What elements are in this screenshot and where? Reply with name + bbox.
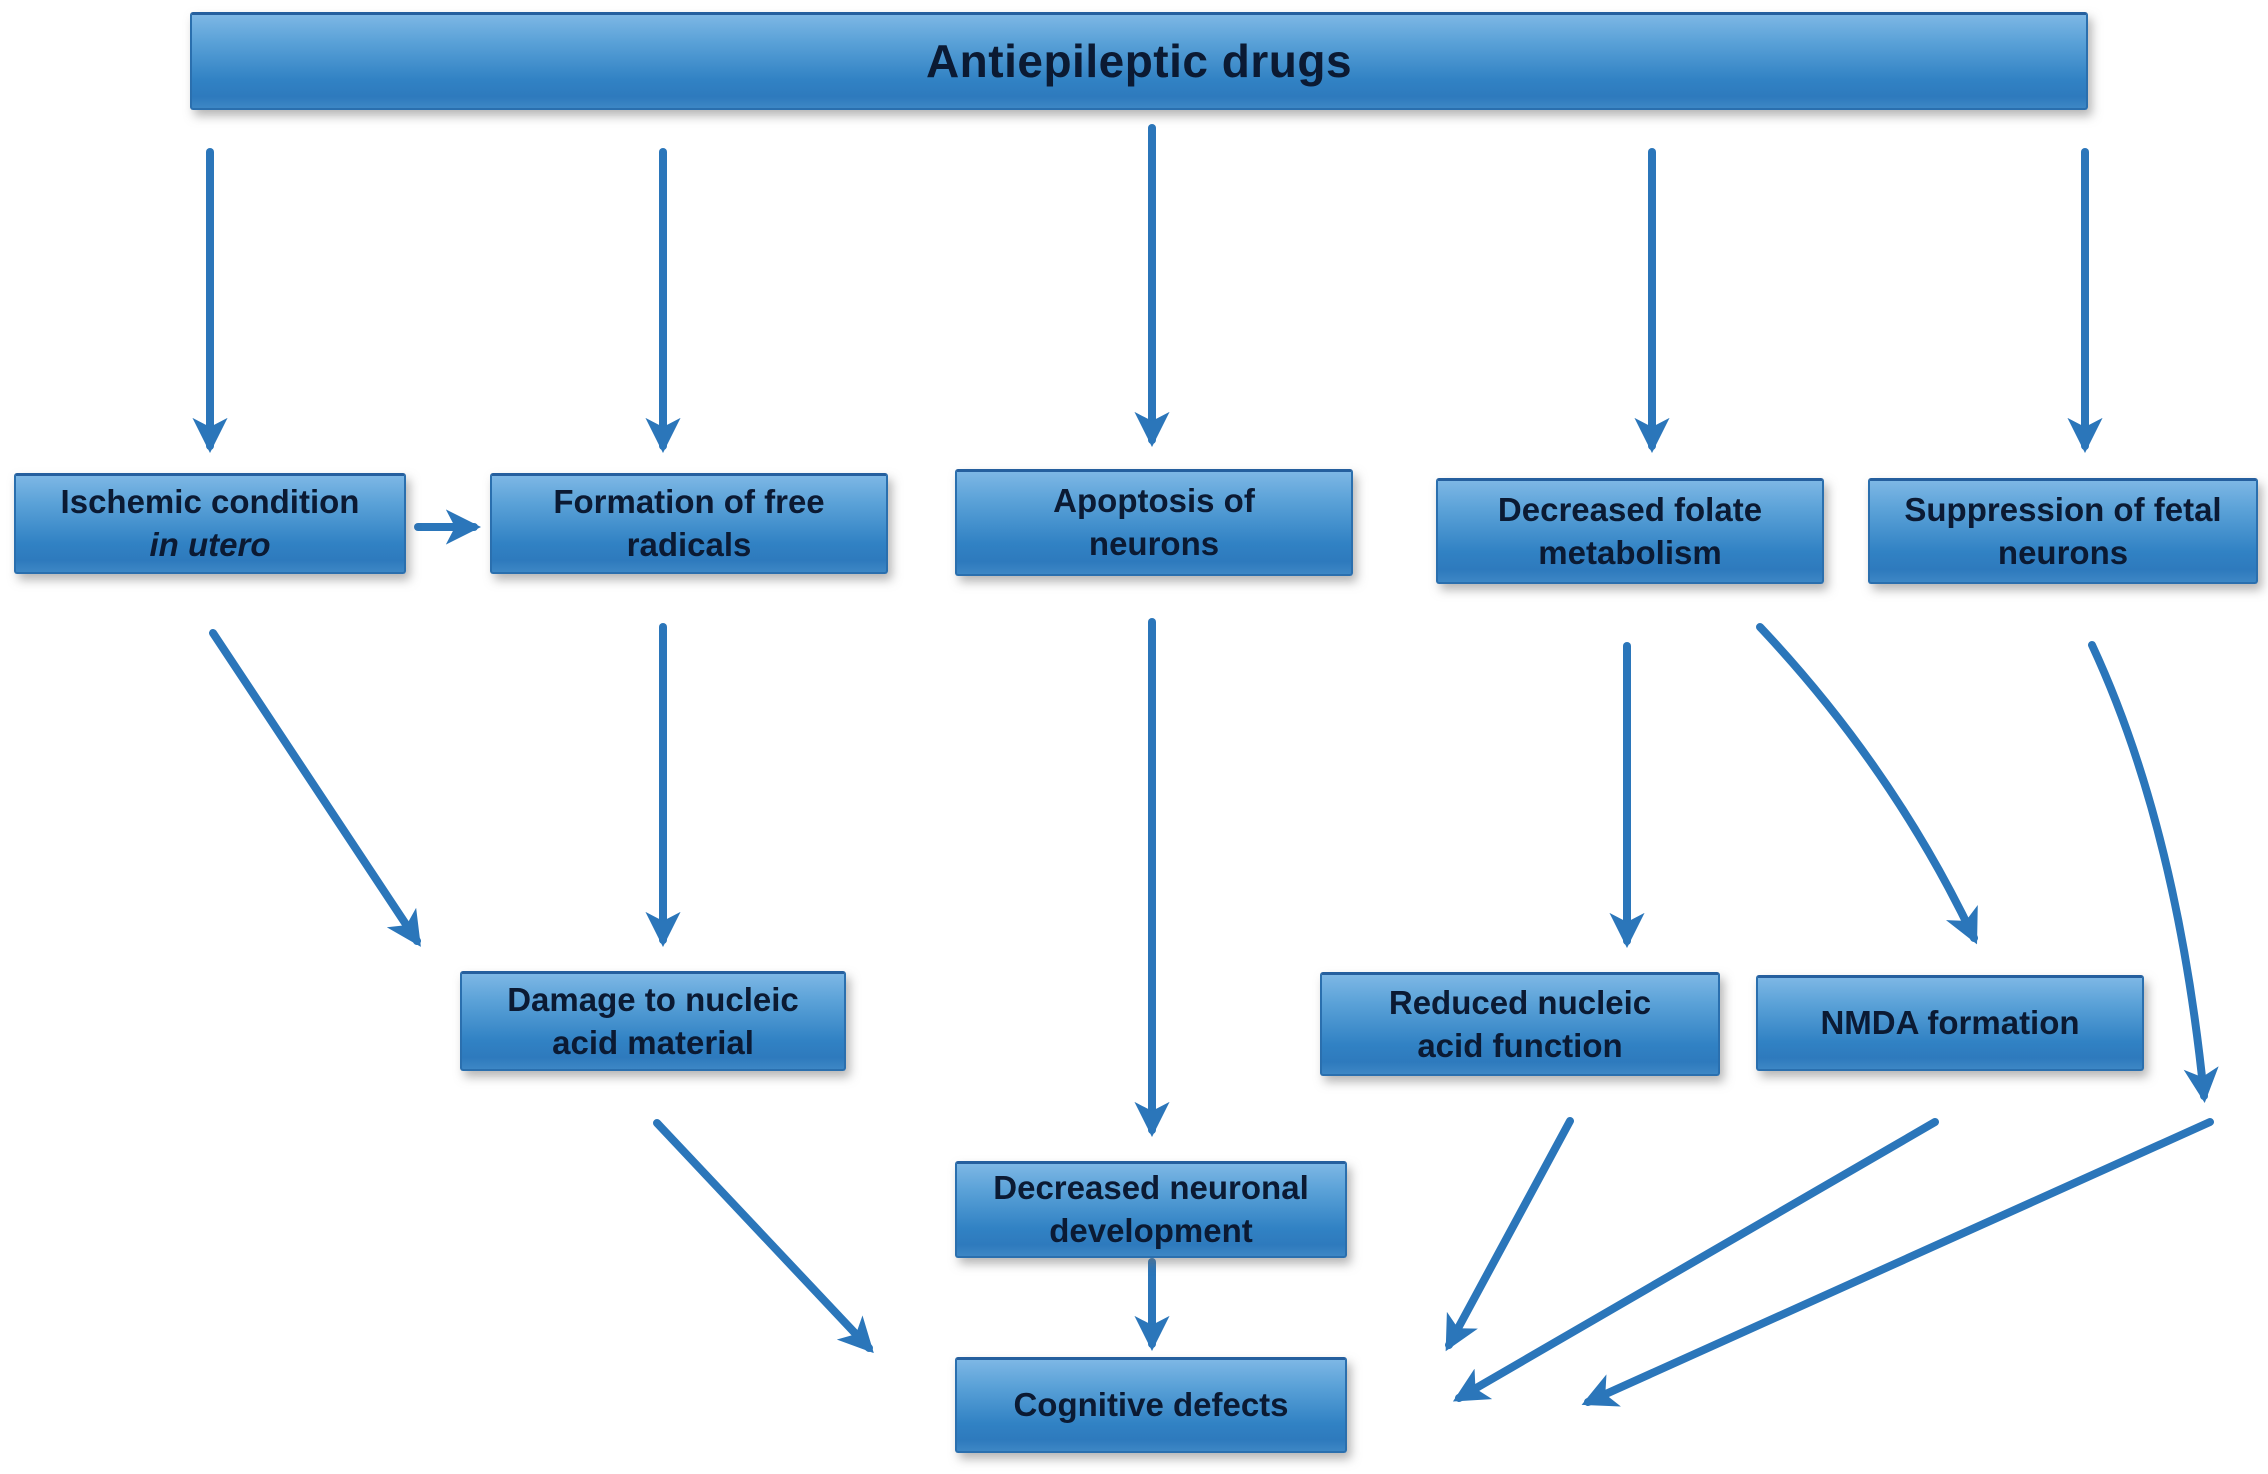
node-label: Antiepileptic drugs — [925, 34, 1353, 87]
node-label: in utero — [149, 526, 271, 563]
node-damage-nucleic-acid: Damage to nucleic acid material — [460, 971, 846, 1071]
edge-suppression-to-cognitive — [1581, 1118, 2214, 1407]
node-label: Cognitive defects — [1013, 1386, 1289, 1424]
node-nmda-formation: NMDA formation — [1756, 975, 2144, 1071]
node-antiepileptic-drugs: Antiepileptic drugs — [190, 12, 2088, 110]
node-label: development — [1049, 1212, 1253, 1249]
edge-ischemic-to-damage — [209, 629, 421, 947]
node-label: neurons — [1088, 525, 1220, 562]
node-label: Ischemic condition — [60, 483, 360, 521]
node-label: Decreased folate — [1497, 490, 1763, 528]
node-folate-metabolism: Decreased folate metabolism — [1436, 478, 1824, 584]
node-free-radicals: Formation of free radicals — [490, 473, 888, 574]
node-apoptosis: Apoptosis of neurons — [955, 469, 1353, 576]
node-label: Decreased neuronal — [993, 1169, 1309, 1207]
node-cognitive-defects: Cognitive defects — [955, 1357, 1347, 1453]
node-label: NMDA formation — [1820, 1004, 2080, 1042]
edge-folate-to-nmda — [1756, 623, 1978, 945]
node-label: metabolism — [1538, 533, 1722, 571]
node-label: radicals — [626, 526, 752, 563]
node-label: Reduced nucleic — [1388, 983, 1652, 1021]
node-ischemic-condition: Ischemic condition in utero — [14, 473, 406, 574]
edge-reduced-nucleic-to-cognitive — [1445, 1117, 1574, 1352]
node-label: acid function — [1417, 1026, 1623, 1064]
node-reduced-nucleic-acid: Reduced nucleic acid function — [1320, 972, 1720, 1076]
node-label: Apoptosis of — [1053, 482, 1255, 520]
node-label: Damage to nucleic — [507, 980, 799, 1018]
node-label: acid material — [552, 1023, 754, 1061]
node-label: Suppression of fetal — [1904, 490, 2222, 528]
node-suppression-fetal-neurons: Suppression of fetal neurons — [1868, 478, 2258, 584]
node-decreased-neuronal-development: Decreased neuronal development — [955, 1161, 1347, 1258]
edge-nmda-to-cognitive — [1452, 1118, 1939, 1402]
node-label: Formation of free — [553, 483, 825, 521]
edge-damage-to-cognitive — [653, 1119, 874, 1354]
node-label: neurons — [1997, 533, 2129, 571]
